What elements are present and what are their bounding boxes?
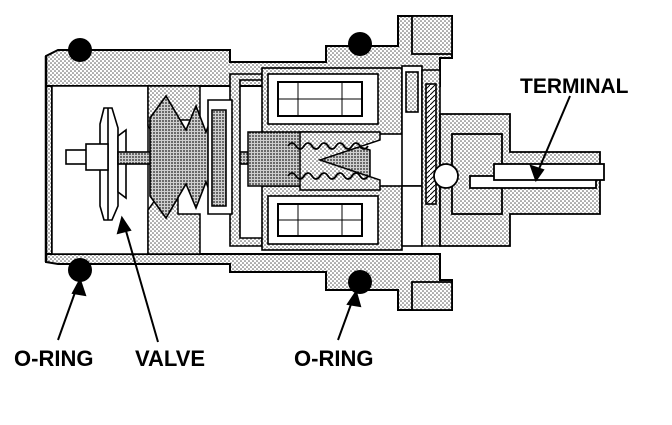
leader-lines	[57, 95, 571, 343]
o-ring-bottom-right	[348, 270, 372, 294]
o-ring-top-right	[348, 32, 372, 56]
o-ring-right-label: O-RING	[294, 346, 374, 371]
terminal-label: TERMINAL	[520, 75, 629, 98]
solenoid-coil-upper	[261, 67, 403, 135]
o-rings	[68, 32, 372, 294]
o-ring-top-left	[68, 38, 92, 62]
spring	[287, 142, 369, 180]
end-cap	[401, 65, 441, 247]
plunger-spring	[247, 131, 381, 191]
connector-housing	[411, 15, 605, 311]
o-ring-left-label: O-RING	[14, 346, 94, 371]
armature-housing	[207, 73, 263, 247]
valve-label: VALVE	[135, 346, 206, 371]
solenoid-coil-lower	[261, 185, 403, 251]
o-ring-bottom-left	[68, 258, 92, 282]
